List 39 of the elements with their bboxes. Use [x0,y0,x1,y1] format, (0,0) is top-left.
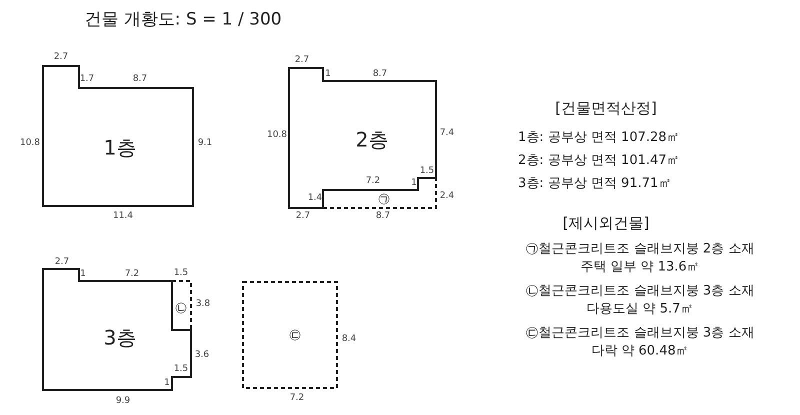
section-heading: [제시외건물] [562,212,650,234]
dimension-label: 10.8 [266,128,288,142]
area-entry: 1층: 공부상 면적 107.28㎡ [518,129,680,147]
dimension-label: 2.7 [54,256,70,268]
dimension-label: 8.7 [132,72,148,86]
dimension-label: 8.7 [376,210,390,222]
dimension-label: 1.4 [308,192,322,204]
annex-area: ㉢ [243,282,337,388]
dimension-label: 10.8 [20,136,40,150]
dimension-label: 1 [411,176,417,190]
building-entry: ㉠철근콘크리트조 슬래브지붕 2층 소재 주택 일부 약 13.6㎡ [524,240,756,276]
dimension-label: 7.2 [290,392,304,404]
dimension-label: 2.7 [54,50,68,64]
dimension-label: 1 [80,268,86,280]
dimension-label: 8.7 [372,68,388,80]
dimension-label: 1.5 [174,362,188,376]
dimension-label: 9.9 [116,394,130,408]
dimension-label: 7.2 [124,268,140,280]
section-heading: [건물면적산정] [555,98,657,118]
annex-area: ㉡ [172,281,191,330]
area-entry: 3층: 공부상 면적 91.71㎡ [518,175,672,193]
dimension-label: 1 [325,68,331,80]
dimension-label: 3.8 [196,298,210,310]
area-entry: 2층: 공부상 면적 101.47㎡ [518,152,680,170]
building-entry: ㉢철근콘크리트조 슬래브지붕 3층 소재 다락 약 60.48㎡ [524,324,756,360]
dimension-label: 9.1 [198,136,212,150]
dimension-label: 2.4 [440,190,454,202]
dimension-label: 7.4 [440,126,454,140]
building-entry: ㉡철근콘크리트조 슬래브지붕 3층 소재 다용도실 약 5.7㎡ [524,282,756,318]
dimension-label: 1.7 [80,72,94,86]
dimension-label: 2.7 [296,210,310,222]
dimension-label: 1.5 [420,164,434,178]
dimension-label: 8.4 [342,332,356,346]
title: 건물 개황도: S = 1 / 300 [84,8,282,32]
dimension-label: 1.5 [174,266,188,280]
dimension-label: 2.7 [294,54,310,66]
dimension-label: 11.4 [112,210,134,222]
dimension-label: 3.6 [194,348,210,362]
dimension-label: 1 [164,376,170,390]
